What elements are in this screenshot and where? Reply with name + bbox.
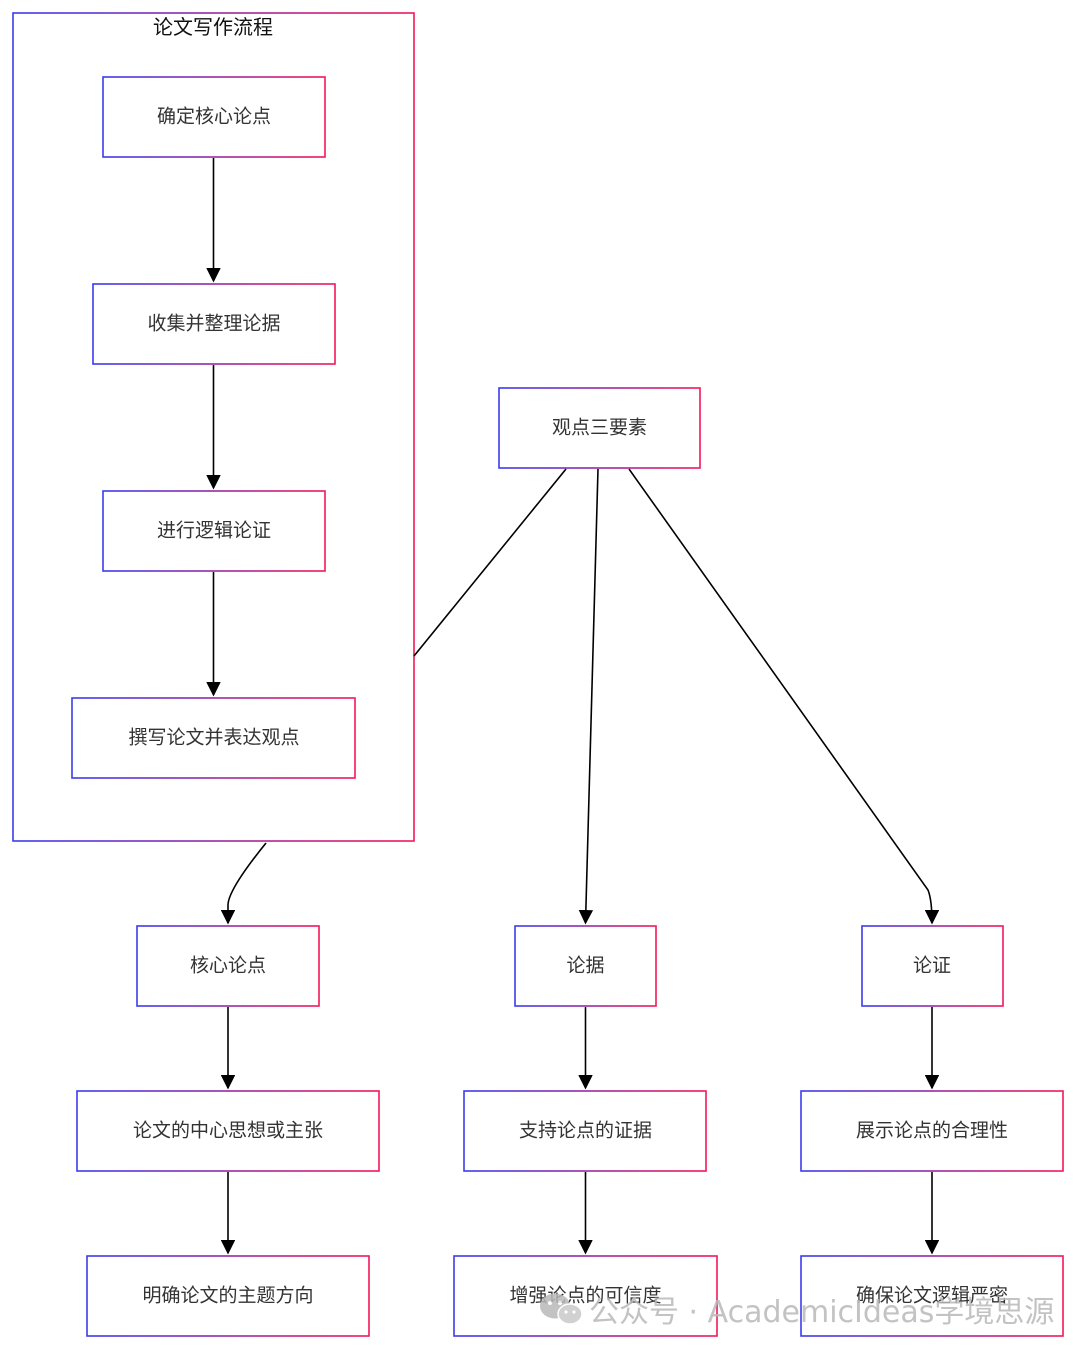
node-step-4-label: 撰写论文并表达观点: [128, 727, 299, 749]
node-thesis-result-label: 明确论文的主题方向: [142, 1285, 313, 1307]
edge-root-evidence: [578, 468, 599, 925]
node-evidence-detail: 支持论点的证据: [463, 1090, 707, 1172]
node-root: 观点三要素: [498, 387, 701, 469]
node-step-1: 确定核心论点: [102, 76, 326, 158]
cluster-title: 论文写作流程: [153, 15, 273, 39]
node-argumentation: 论证: [861, 925, 1004, 1007]
node-step-3: 进行逻辑论证: [102, 490, 326, 572]
edge-cluster-thesis: [220, 842, 267, 925]
node-step-2: 收集并整理论据: [92, 283, 336, 365]
node-step-4: 撰写论文并表达观点: [71, 697, 356, 779]
node-step-3-label: 进行逻辑论证: [157, 520, 271, 542]
node-argumentation-result-label: 确保论文逻辑严密: [856, 1285, 1008, 1307]
wechat-icon: [540, 1293, 583, 1325]
node-argumentation-label: 论证: [913, 955, 951, 977]
node-thesis-detail-label: 论文的中心思想或主张: [133, 1120, 323, 1142]
node-thesis-label: 核心论点: [190, 955, 266, 977]
node-evidence-result: 增强论点的可信度: [453, 1255, 718, 1337]
node-evidence-label: 论据: [566, 955, 604, 977]
node-step-1-label: 确定核心论点: [157, 106, 271, 128]
watermark-text: 公众号 · AcademicIdeas学境思源: [589, 1295, 1054, 1330]
node-thesis: 核心论点: [136, 925, 320, 1007]
node-step-2-label: 收集并整理论据: [147, 313, 280, 335]
node-thesis-detail: 论文的中心思想或主张: [76, 1090, 380, 1172]
node-argumentation-detail: 展示论点的合理性: [800, 1090, 1064, 1172]
edge-root-cluster: [413, 468, 567, 657]
node-evidence: 论据: [514, 925, 657, 1007]
node-root-label: 观点三要素: [552, 417, 647, 439]
node-argumentation-result: 确保论文逻辑严密: [800, 1255, 1064, 1337]
node-evidence-detail-label: 支持论点的证据: [519, 1120, 652, 1142]
watermark: 公众号 · AcademicIdeas学境思源: [540, 1293, 1054, 1330]
node-argumentation-detail-label: 展示论点的合理性: [856, 1120, 1008, 1142]
edges: [206, 158, 940, 1255]
edge-root-argumentation: [628, 468, 940, 925]
node-thesis-result: 明确论文的主题方向: [86, 1255, 370, 1337]
